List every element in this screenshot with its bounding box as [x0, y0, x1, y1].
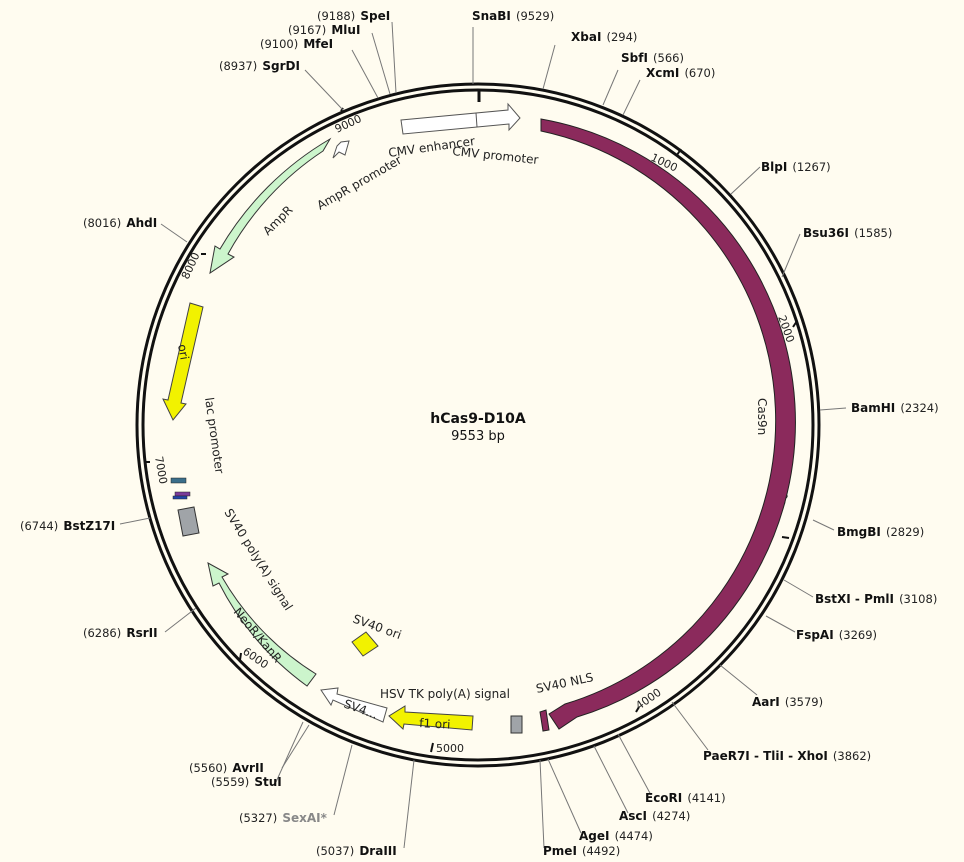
feature-sv40-ori[interactable]	[351, 631, 379, 657]
site-mlui[interactable]: (9167) MluI	[288, 19, 360, 38]
site-paer7i-tlii-xhoi[interactable]: PaeR7I - TliI - XhoI (3862)	[703, 745, 871, 764]
feature-small-purple[interactable]	[174, 491, 191, 497]
feature-ampr-promoter[interactable]	[332, 140, 350, 159]
bp-ticks	[145, 107, 798, 753]
site-blpi[interactable]: BlpI (1267)	[761, 156, 831, 175]
site-avrii[interactable]: (5560) AvrII	[189, 757, 264, 776]
feature-label-sv40-nls: SV40 NLS	[535, 670, 595, 696]
feature-label-cas9n: Cas9n	[755, 398, 769, 435]
site-ecori[interactable]: EcoRI (4141)	[645, 787, 726, 806]
tick-label-5000: 5000	[436, 742, 464, 755]
feature-hsv-tk-polya[interactable]	[510, 715, 523, 734]
site-bstxi-pmli[interactable]: BstXI - PmlI (3108)	[815, 588, 937, 607]
feature-f1-ori[interactable]	[388, 705, 474, 731]
feature-label-ampr: AmpR	[260, 203, 295, 238]
site-sexai[interactable]: (5327) SexAI*	[239, 807, 328, 826]
site-pmei[interactable]: PmeI (4492)	[543, 840, 620, 859]
restriction-sites: SnaBI (9529) XbaI (294) SbfI (566) XcmI …	[20, 5, 939, 859]
site-bamhi[interactable]: BamHI (2324)	[851, 397, 939, 416]
feature-cas9n[interactable]	[540, 118, 796, 730]
site-draiii[interactable]: (5037) DraIII	[316, 840, 397, 859]
feature-ori[interactable]	[162, 302, 204, 421]
feature-label-ori: ori	[175, 343, 191, 361]
feature-sv40-polya[interactable]	[177, 506, 200, 537]
site-rsrii[interactable]: (6286) RsrII	[83, 622, 158, 641]
site-bsu36i[interactable]: Bsu36I (1585)	[803, 222, 892, 241]
site-stui[interactable]: (5559) StuI	[211, 771, 282, 790]
feature-cmv-enhancer[interactable]	[400, 102, 521, 135]
site-snabi[interactable]: SnaBI (9529)	[472, 5, 554, 24]
site-sgrdi[interactable]: (8937) SgrDI	[219, 55, 300, 74]
site-asci[interactable]: AscI (4274)	[619, 805, 690, 824]
plasmid-size: 9553 bp	[451, 429, 505, 444]
feature-neor[interactable]	[207, 562, 317, 687]
site-leader-lines	[119, 21, 847, 849]
feature-label-ampr-promoter: AmpR promoter	[315, 153, 405, 213]
tick-label-7000: 7000	[152, 455, 170, 485]
backbone-outer-ring	[135, 82, 821, 768]
feature-sv40-nls[interactable]	[539, 709, 550, 732]
site-ahdi[interactable]: (8016) AhdI	[83, 212, 157, 231]
site-xbai[interactable]: XbaI (294)	[571, 26, 637, 45]
site-sbfi[interactable]: SbfI (566)	[621, 47, 684, 66]
feature-small-teal[interactable]	[170, 477, 187, 484]
site-xcmi[interactable]: XcmI (670)	[646, 62, 715, 81]
feature-label-lac-promoter: lac promoter	[202, 396, 227, 474]
plasmid-name: hCas9-D10A	[430, 411, 526, 427]
feature-sv40-promoter[interactable]	[320, 687, 388, 723]
site-bmgbi[interactable]: BmgBI (2829)	[837, 521, 924, 540]
site-bstz17i[interactable]: (6744) BstZ17I	[20, 515, 115, 534]
feature-small-blue[interactable]	[172, 495, 188, 500]
site-agei[interactable]: AgeI (4474)	[579, 825, 653, 844]
site-spei[interactable]: (9188) SpeI	[317, 5, 390, 24]
feature-label-cmv-promoter: CMV promoter	[452, 144, 539, 167]
feature-label-f1-ori: f1 ori	[419, 716, 451, 732]
feature-label-hsv-tk-polya: HSV TK poly(A) signal	[380, 687, 510, 701]
site-fspai[interactable]: FspAI (3269)	[796, 624, 877, 643]
feature-ampr[interactable]	[209, 137, 332, 275]
site-aari[interactable]: AarI (3579)	[752, 691, 823, 710]
site-mfei[interactable]: (9100) MfeI	[260, 33, 333, 52]
